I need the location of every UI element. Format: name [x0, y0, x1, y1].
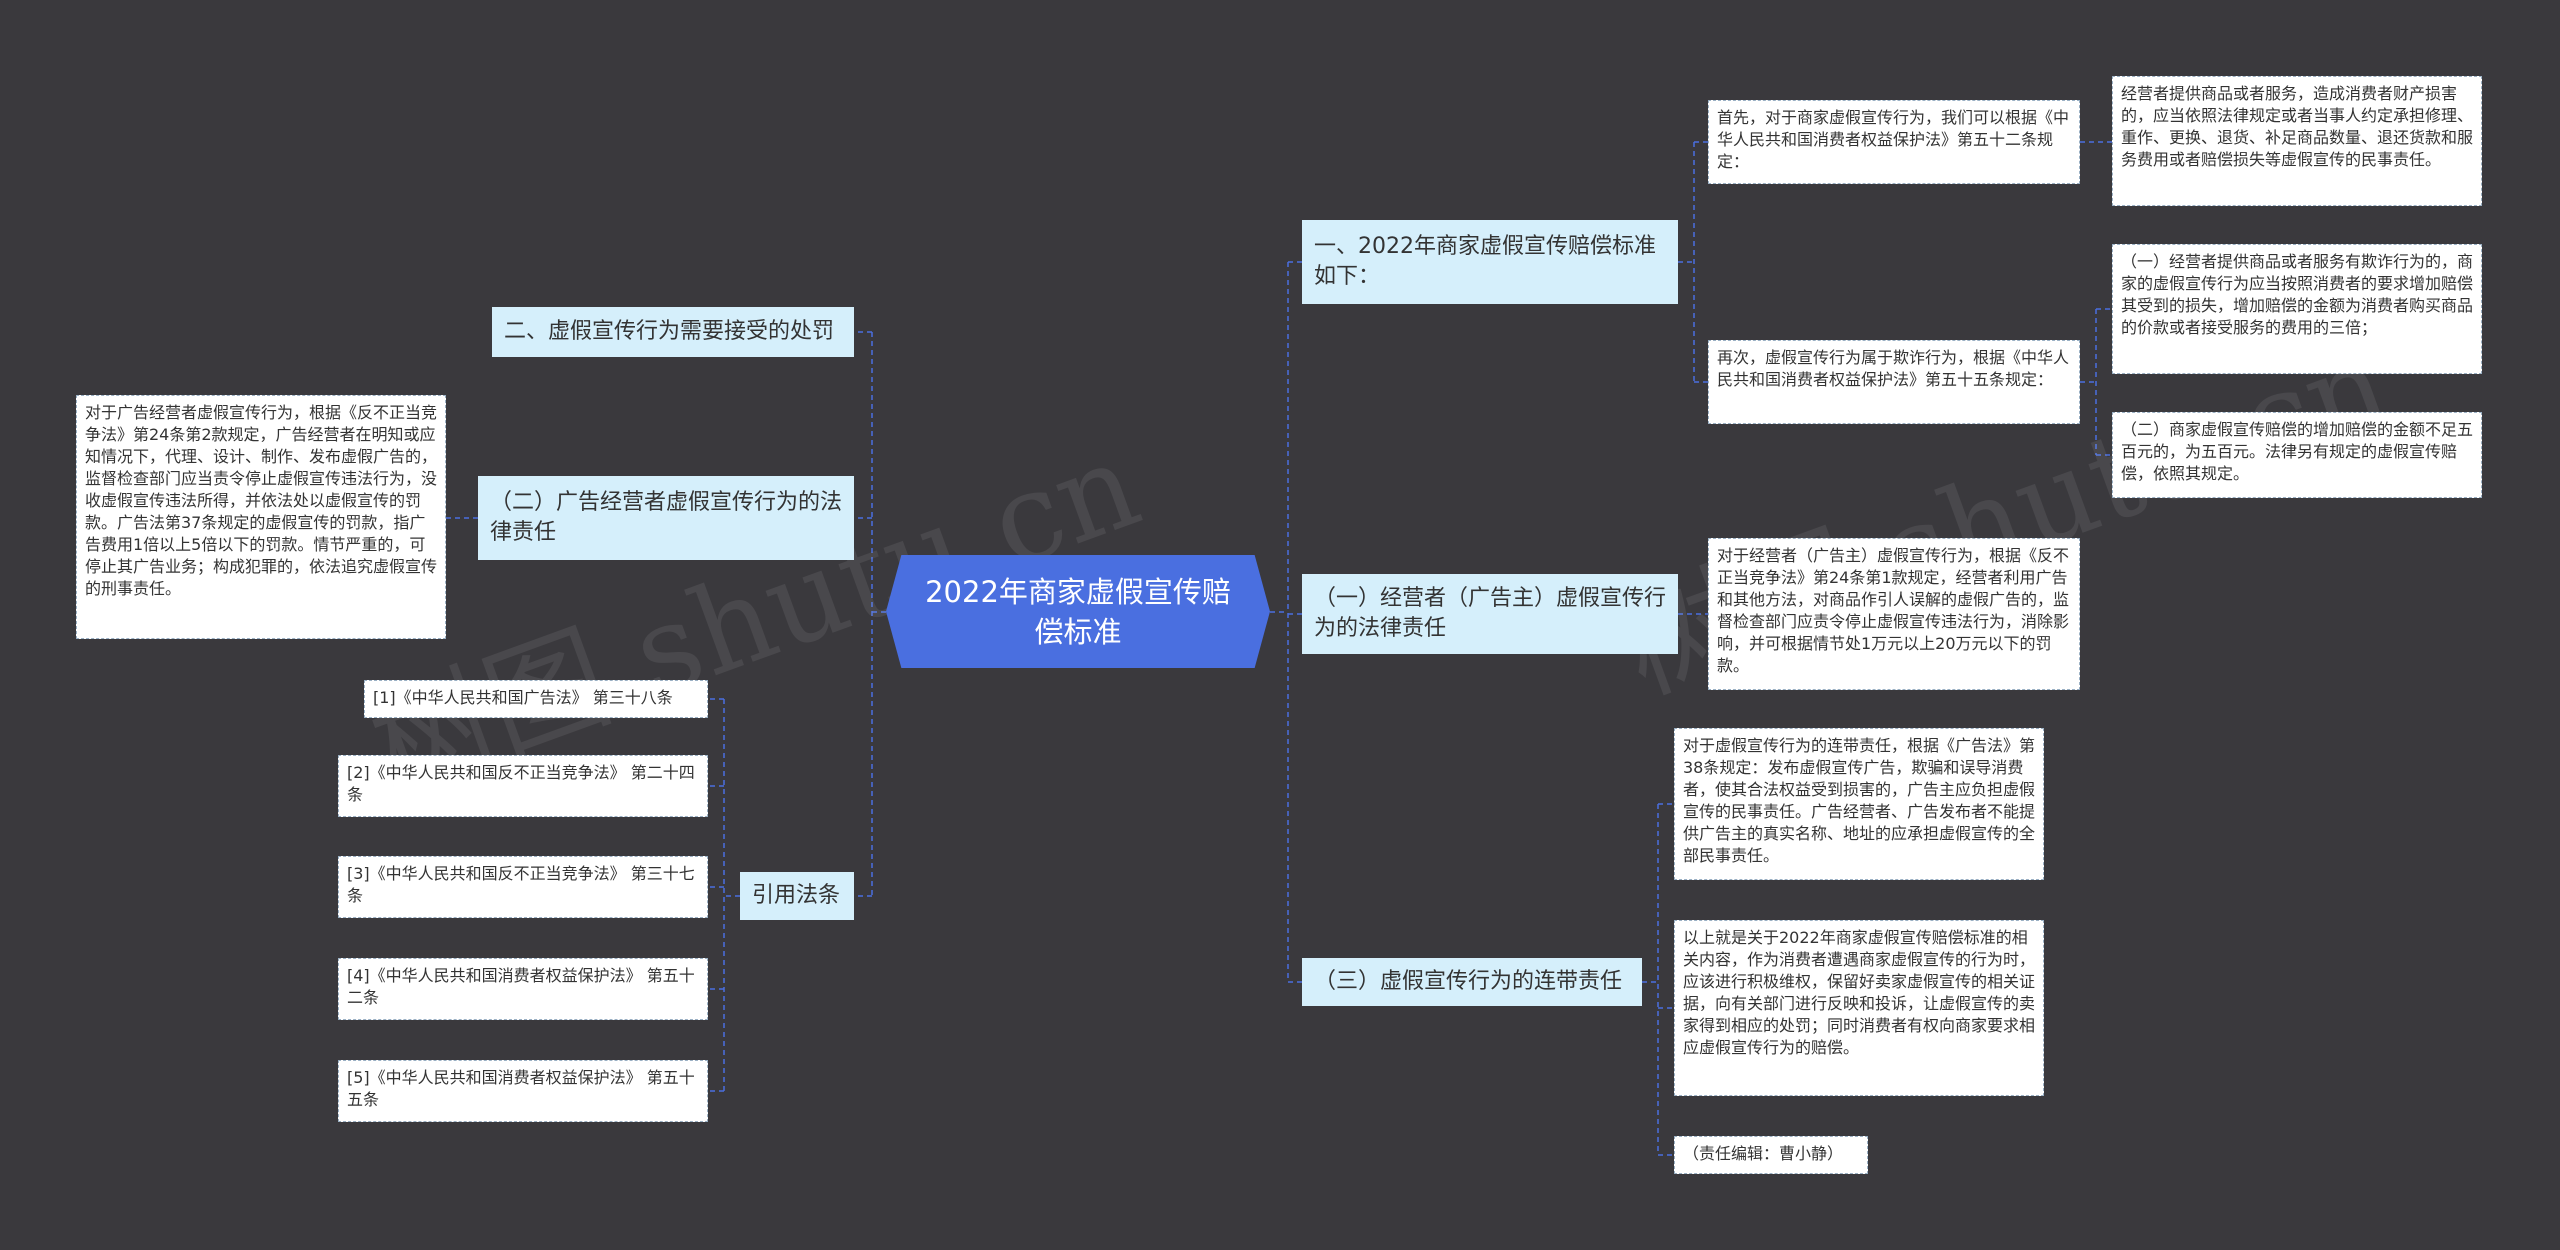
branch-joint-liability[interactable]: （三）虚假宣传行为的连带责任 [1302, 958, 1642, 1006]
leaf-operator-liability-detail[interactable]: 对于经营者（广告主）虚假宣传行为，根据《反不正当竞争法》第24条第1款规定，经营… [1708, 538, 2080, 690]
ref-item-2[interactable]: [2]《中华人民共和国反不正当竞争法》 第二十四条 [338, 755, 708, 817]
branch-ad-operator-liability[interactable]: （二）广告经营者虚假宣传行为的法律责任 [478, 476, 854, 560]
branch-compensation-standard[interactable]: 一、2022年商家虚假宣传赔偿标准如下： [1302, 220, 1678, 304]
leaf-article-55-intro[interactable]: 再次，虚假宣传行为属于欺诈行为，根据《中华人民共和国消费者权益保护法》第五十五条… [1708, 340, 2080, 424]
root-topic[interactable]: 2022年商家虚假宣传赔偿标准 [886, 555, 1270, 668]
leaf-ad-operator-detail[interactable]: 对于广告经营者虚假宣传行为，根据《反不正当竞争法》第24条第2款规定，广告经营者… [76, 395, 446, 639]
leaf-article-55-item2[interactable]: （二）商家虚假宣传赔偿的增加赔偿的金额不足五百元的，为五百元。法律另有规定的虚假… [2112, 412, 2482, 498]
ref-item-3[interactable]: [3]《中华人民共和国反不正当竞争法》 第三十七条 [338, 856, 708, 918]
branch-penalties[interactable]: 二、虚假宣传行为需要接受的处罚 [492, 307, 854, 357]
leaf-joint-liability-detail[interactable]: 对于虚假宣传行为的连带责任，根据《广告法》第38条规定：发布虚假宣传广告，欺骗和… [1674, 728, 2044, 880]
ref-item-5[interactable]: [5]《中华人民共和国消费者权益保护法》 第五十五条 [338, 1060, 708, 1122]
leaf-article-55-item1[interactable]: （一）经营者提供商品或者服务有欺诈行为的，商家的虚假宣传行为应当按照消费者的要求… [2112, 244, 2482, 374]
leaf-article-52-content[interactable]: 经营者提供商品或者服务，造成消费者财产损害的，应当依照法律规定或者当事人约定承担… [2112, 76, 2482, 206]
leaf-summary[interactable]: 以上就是关于2022年商家虚假宣传赔偿标准的相关内容，作为消费者遭遇商家虚假宣传… [1674, 920, 2044, 1096]
ref-item-4[interactable]: [4]《中华人民共和国消费者权益保护法》 第五十二条 [338, 958, 708, 1020]
branch-operator-liability[interactable]: （一）经营者（广告主）虚假宣传行为的法律责任 [1302, 574, 1678, 654]
ref-item-1[interactable]: [1]《中华人民共和国广告法》 第三十八条 [364, 680, 708, 718]
leaf-article-52-intro[interactable]: 首先，对于商家虚假宣传行为，我们可以根据《中华人民共和国消费者权益保护法》第五十… [1708, 100, 2080, 184]
branch-cited-laws[interactable]: 引用法条 [740, 872, 854, 920]
leaf-editor[interactable]: （责任编辑：曹小静） [1674, 1136, 1868, 1174]
